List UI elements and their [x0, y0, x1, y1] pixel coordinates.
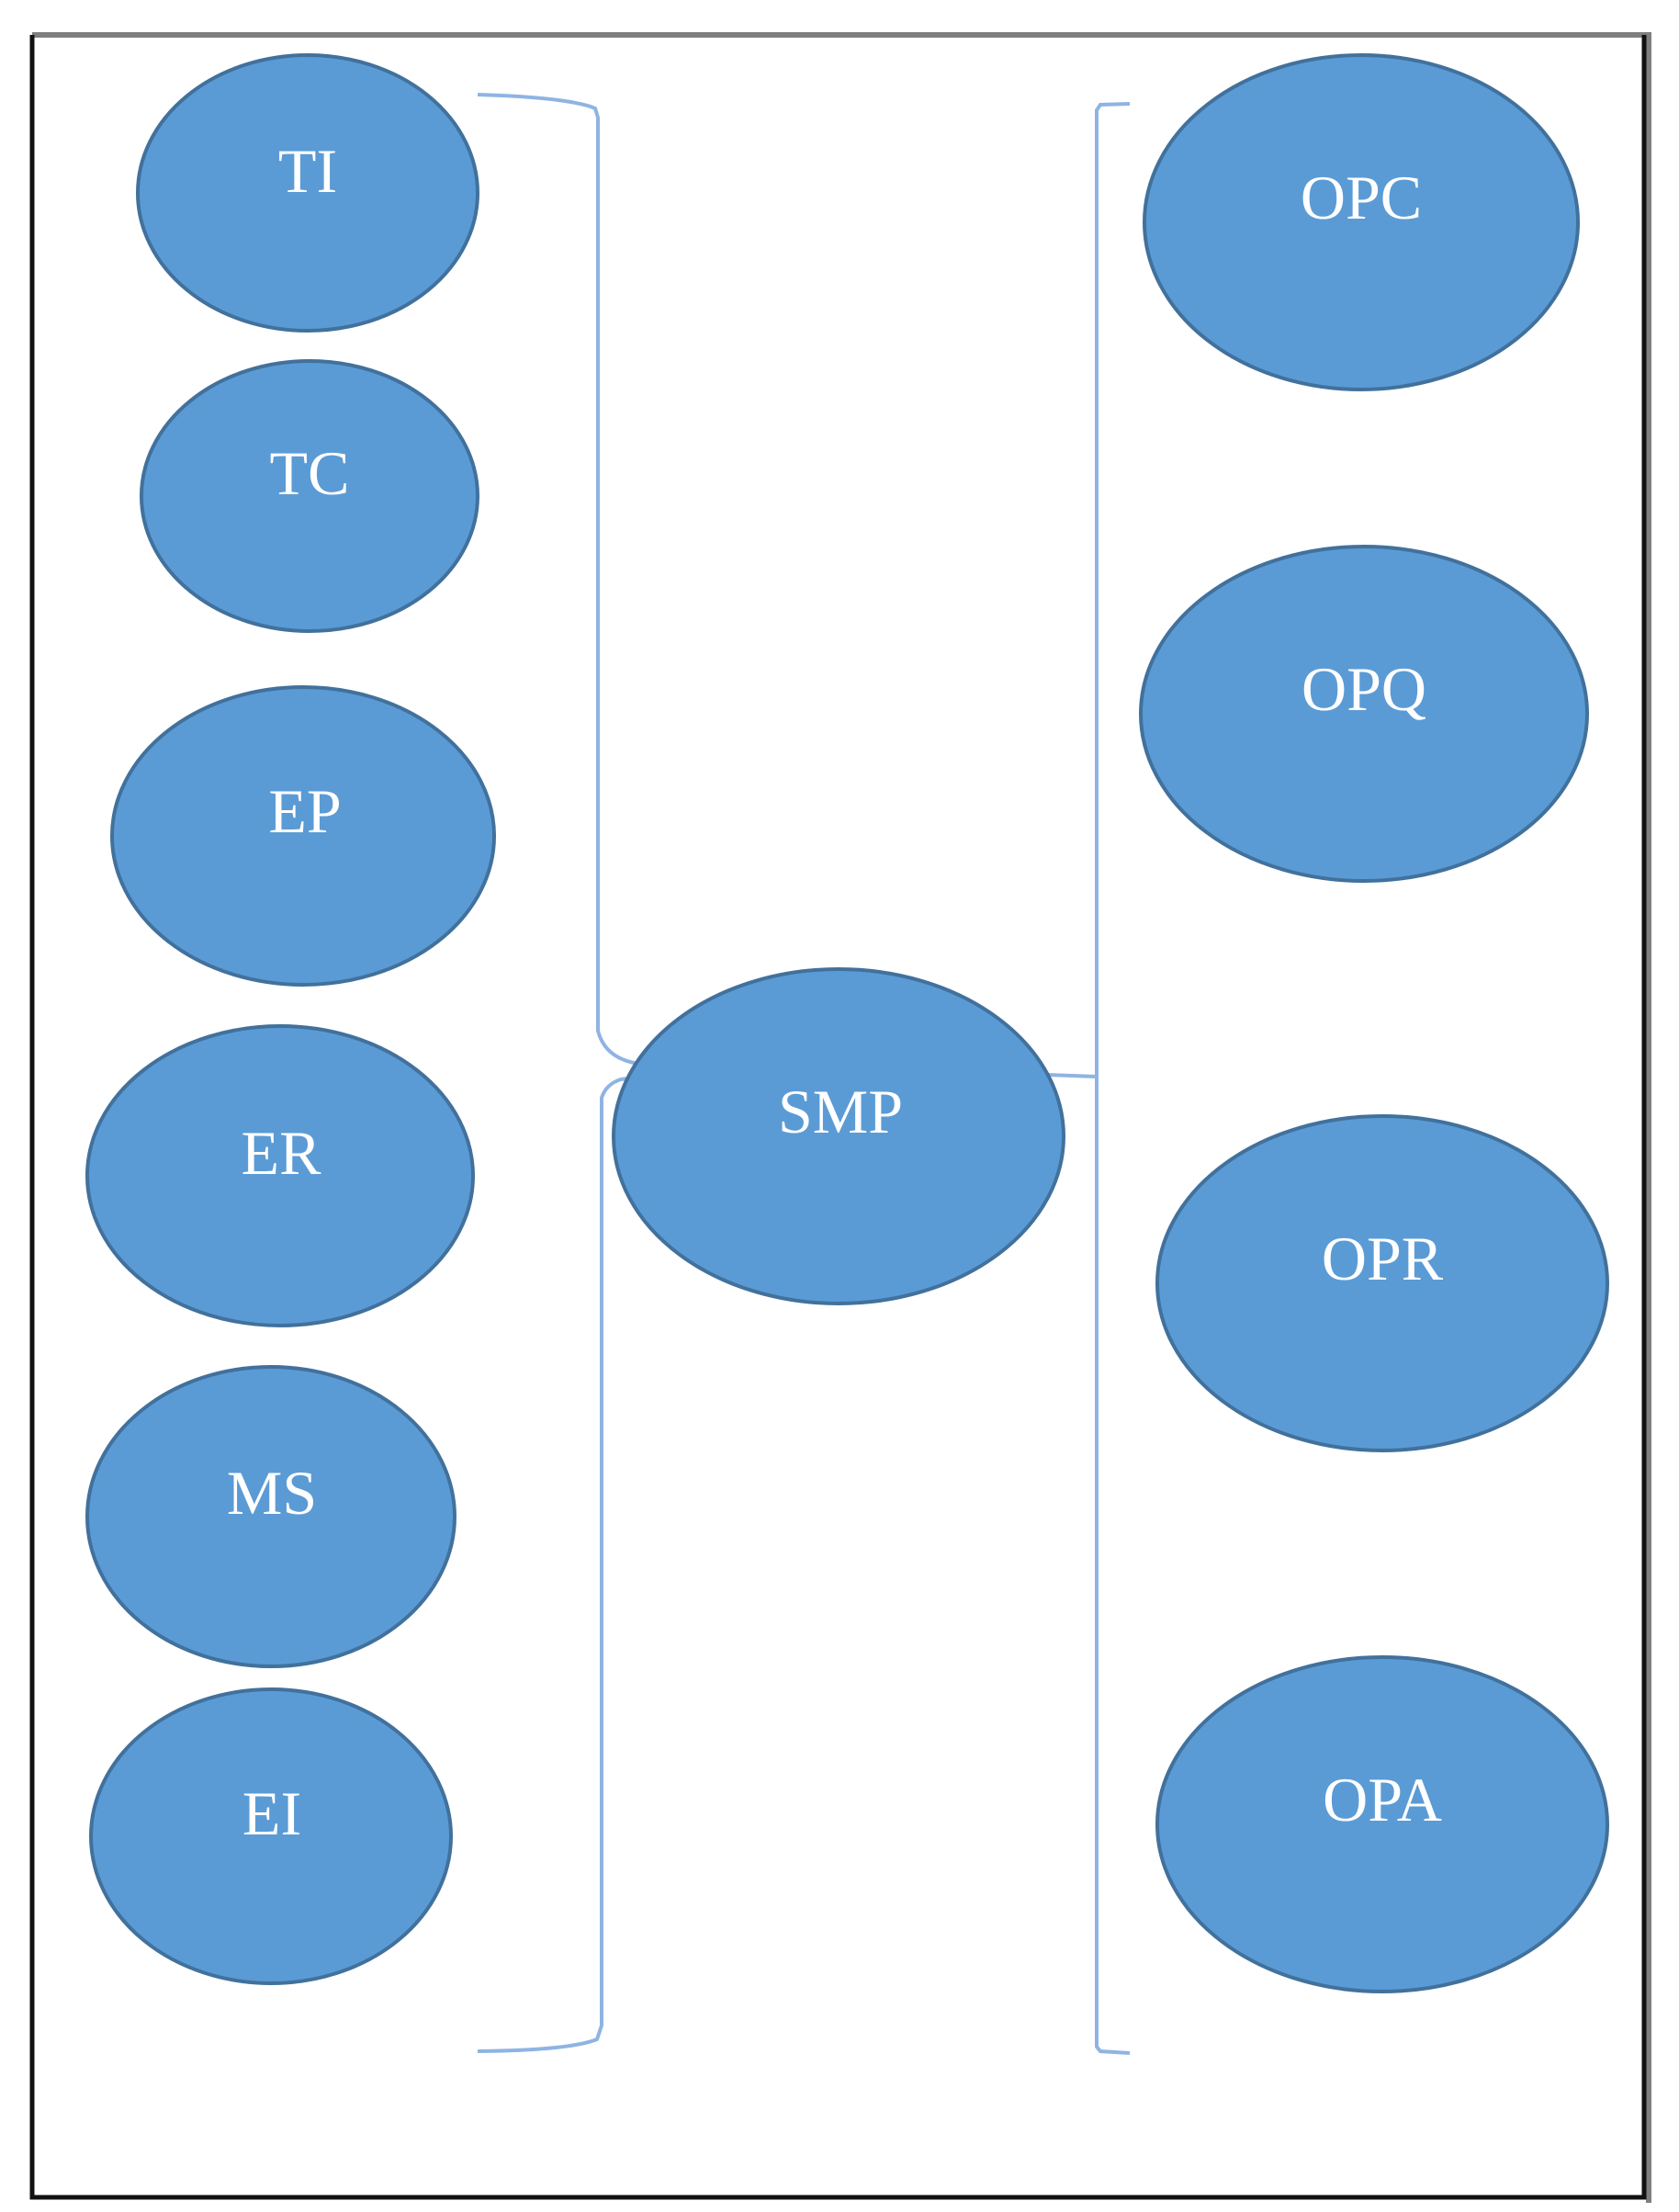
node-ei-label: EI — [242, 1778, 301, 1848]
node-opr: OPR — [1155, 1114, 1609, 1452]
node-opa-label: OPA — [1323, 1765, 1442, 1834]
node-opa-shape — [1155, 1655, 1609, 1993]
node-tc-shape — [140, 359, 479, 633]
node-opq: OPQ — [1139, 545, 1589, 883]
node-ti-label: TI — [278, 136, 337, 206]
left-bracket-upper — [477, 93, 662, 1067]
node-smp: SMP — [612, 967, 1065, 1305]
frame — [29, 32, 1651, 2203]
node-smp-shape — [612, 967, 1065, 1305]
node-tc-label: TC — [270, 438, 350, 508]
node-er: ER — [85, 1024, 475, 1327]
node-ei-shape — [89, 1687, 453, 1985]
node-ms-label: MS — [227, 1458, 317, 1528]
node-ms: MS — [85, 1365, 456, 1668]
node-er-shape — [85, 1024, 475, 1327]
right-bracket — [1095, 102, 1131, 2055]
node-ms-shape — [85, 1365, 456, 1668]
node-er-label: ER — [242, 1118, 322, 1188]
node-opq-label: OPQ — [1302, 654, 1426, 724]
node-opr-label: OPR — [1322, 1224, 1444, 1293]
node-opc-label: OPC — [1301, 163, 1422, 232]
node-ti: TI — [136, 53, 479, 333]
node-ep-shape — [110, 685, 496, 987]
node-tc: TC — [140, 359, 479, 633]
node-smp-label: SMP — [778, 1077, 903, 1146]
node-ei: EI — [89, 1687, 453, 1985]
left-bracket-lower — [477, 1075, 644, 2053]
node-opa: OPA — [1155, 1655, 1609, 1993]
node-opq-shape — [1139, 545, 1589, 883]
node-ep: EP — [110, 685, 496, 987]
node-ti-shape — [136, 53, 479, 333]
node-ep-label: EP — [268, 776, 341, 846]
frame-inner-edge — [29, 35, 1647, 2200]
node-opc: OPC — [1143, 53, 1580, 391]
node-opr-shape — [1155, 1114, 1609, 1452]
right-bracket-connector — [1046, 1073, 1098, 1078]
node-opc-shape — [1143, 53, 1580, 391]
frame-outer-edge — [32, 32, 1651, 2203]
